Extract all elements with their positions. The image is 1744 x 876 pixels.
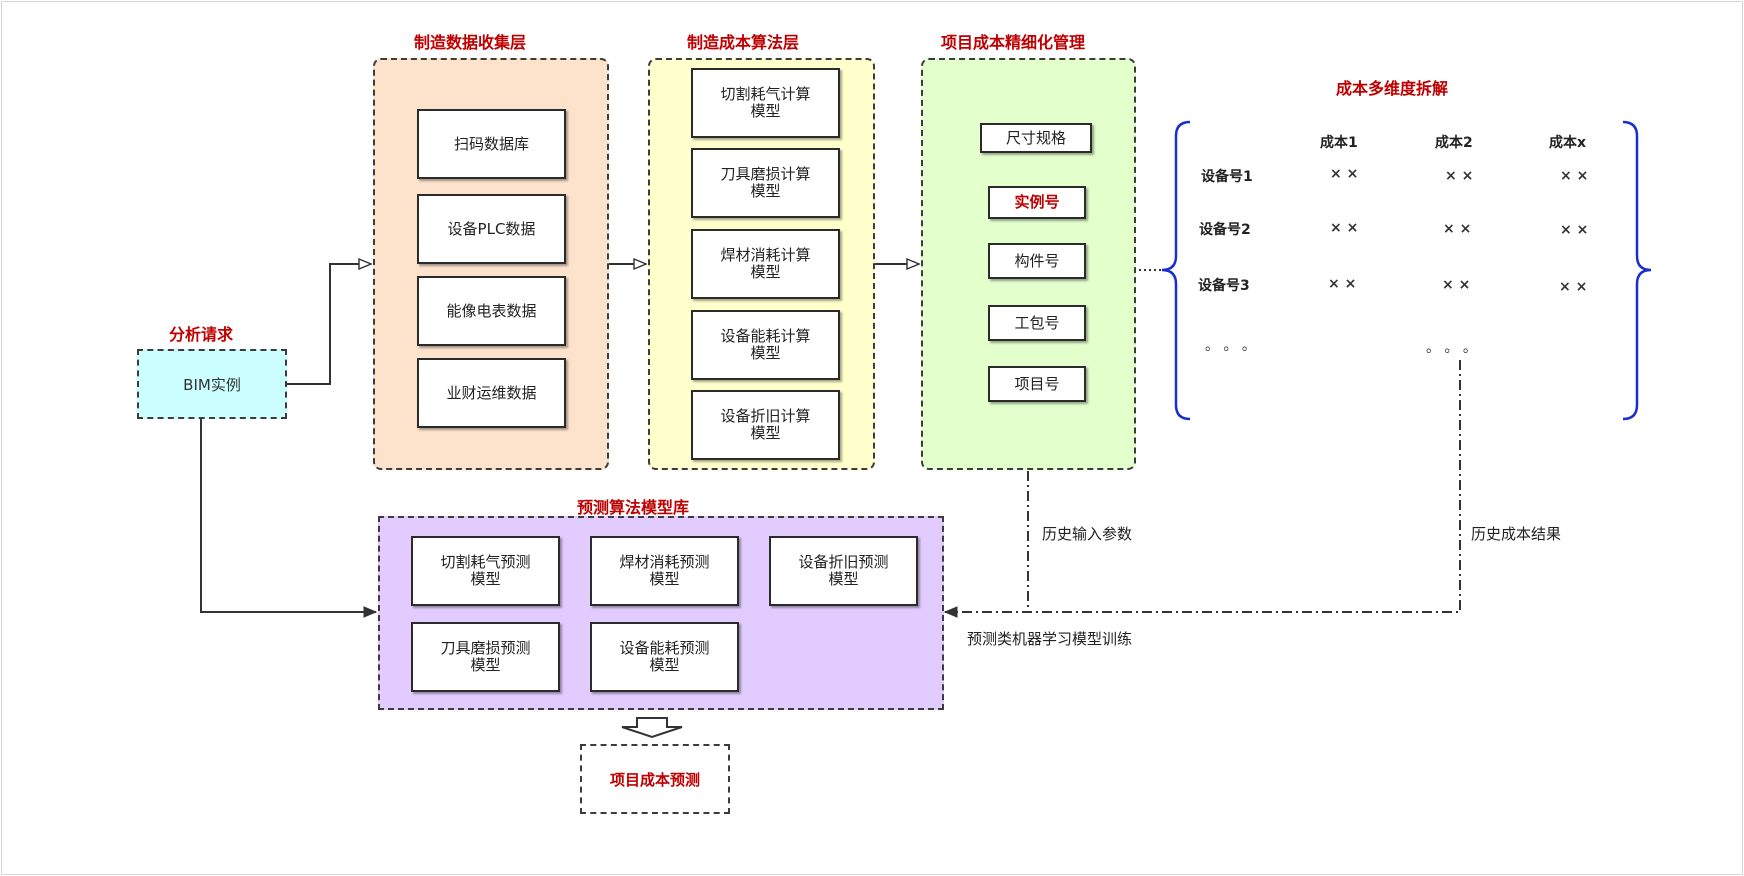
breakdown-cell: × × [1560, 168, 1589, 184]
breakdown-col-costx: 成本x [1549, 135, 1587, 151]
breakdown-col-cost1: 成本1 [1320, 135, 1358, 151]
breakdown-title: 成本多维度拆解 [1336, 79, 1449, 98]
mgmt-project-number[interactable]: 项目号 [988, 366, 1086, 402]
algo-item-cutting-gas[interactable]: 切割耗气计算 模型 [691, 68, 840, 138]
breakdown-cell: × × [1443, 221, 1472, 237]
brace-left [1161, 120, 1191, 421]
breakdown-ellipsis-rows: 。 。 。 [1205, 338, 1256, 354]
output-project-cost-prediction[interactable]: 项目成本预测 [609, 770, 700, 789]
label-history-input: 历史输入参数 [1042, 525, 1133, 543]
output-panel: 项目成本预测 [580, 744, 730, 814]
mgmt-size-spec[interactable]: 尺寸规格 [980, 123, 1092, 153]
collect-item-finance-data[interactable]: 业财运维数据 [417, 358, 566, 428]
collect-item-plc-data[interactable]: 设备PLC数据 [417, 194, 566, 264]
collect-item-meter-data[interactable]: 能像电表数据 [417, 276, 566, 346]
collect-item-scan-db[interactable]: 扫码数据库 [417, 109, 566, 179]
breakdown-cell: × × [1559, 279, 1588, 295]
mgmt-title: 项目成本精细化管理 [941, 33, 1086, 52]
predict-item-equipment-energy[interactable]: 设备能耗预测 模型 [590, 622, 739, 692]
mgmt-instance-number[interactable]: 实例号 [988, 186, 1086, 219]
breakdown-cell: × × [1445, 168, 1474, 184]
label-history-result: 历史成本结果 [1471, 525, 1562, 543]
brace-right [1622, 120, 1652, 421]
predict-item-weld-material[interactable]: 焊材消耗预测 模型 [590, 536, 739, 606]
request-panel: BIM实例 [137, 349, 287, 419]
bim-instance-node[interactable]: BIM实例 [183, 375, 241, 394]
algo-title: 制造成本算法层 [687, 33, 800, 52]
collect-title: 制造数据收集层 [414, 33, 527, 52]
arrow-request-to-collect [287, 264, 371, 385]
breakdown-cell: × × [1330, 166, 1359, 182]
algo-item-equipment-energy[interactable]: 设备能耗计算 模型 [691, 310, 840, 380]
arrow-request-to-predict [200, 418, 376, 612]
algo-item-tool-wear[interactable]: 刀具磨损计算 模型 [691, 148, 840, 218]
mgmt-component-number[interactable]: 构件号 [988, 243, 1086, 279]
algo-item-weld-material[interactable]: 焊材消耗计算 模型 [691, 229, 840, 299]
request-title: 分析请求 [169, 325, 234, 344]
label-ml-training: 预测类机器学习模型训练 [967, 630, 1133, 648]
dashdot-history-result [945, 360, 1461, 612]
breakdown-col-cost2: 成本2 [1435, 135, 1473, 151]
mgmt-work-package-number[interactable]: 工包号 [988, 305, 1086, 341]
breakdown-row-device3: 设备号3 [1198, 278, 1250, 294]
predict-item-tool-wear[interactable]: 刀具磨损预测 模型 [411, 622, 560, 692]
breakdown-row-device2: 设备号2 [1199, 222, 1251, 238]
predict-item-cutting-gas[interactable]: 切割耗气预测 模型 [411, 536, 560, 606]
predict-title: 预测算法模型库 [577, 498, 690, 517]
breakdown-cell: × × [1560, 222, 1589, 238]
breakdown-ellipsis-cols: 。 。 。 [1426, 340, 1477, 356]
breakdown-cell: × × [1330, 220, 1359, 236]
breakdown-row-device1: 设备号1 [1201, 169, 1253, 185]
breakdown-cell: × × [1328, 276, 1357, 292]
algo-item-equipment-depreciation[interactable]: 设备折旧计算 模型 [691, 390, 840, 460]
breakdown-cell: × × [1442, 277, 1471, 293]
arrow-predict-to-output [621, 717, 683, 739]
predict-item-equipment-depreciation[interactable]: 设备折旧预测 模型 [769, 536, 918, 606]
